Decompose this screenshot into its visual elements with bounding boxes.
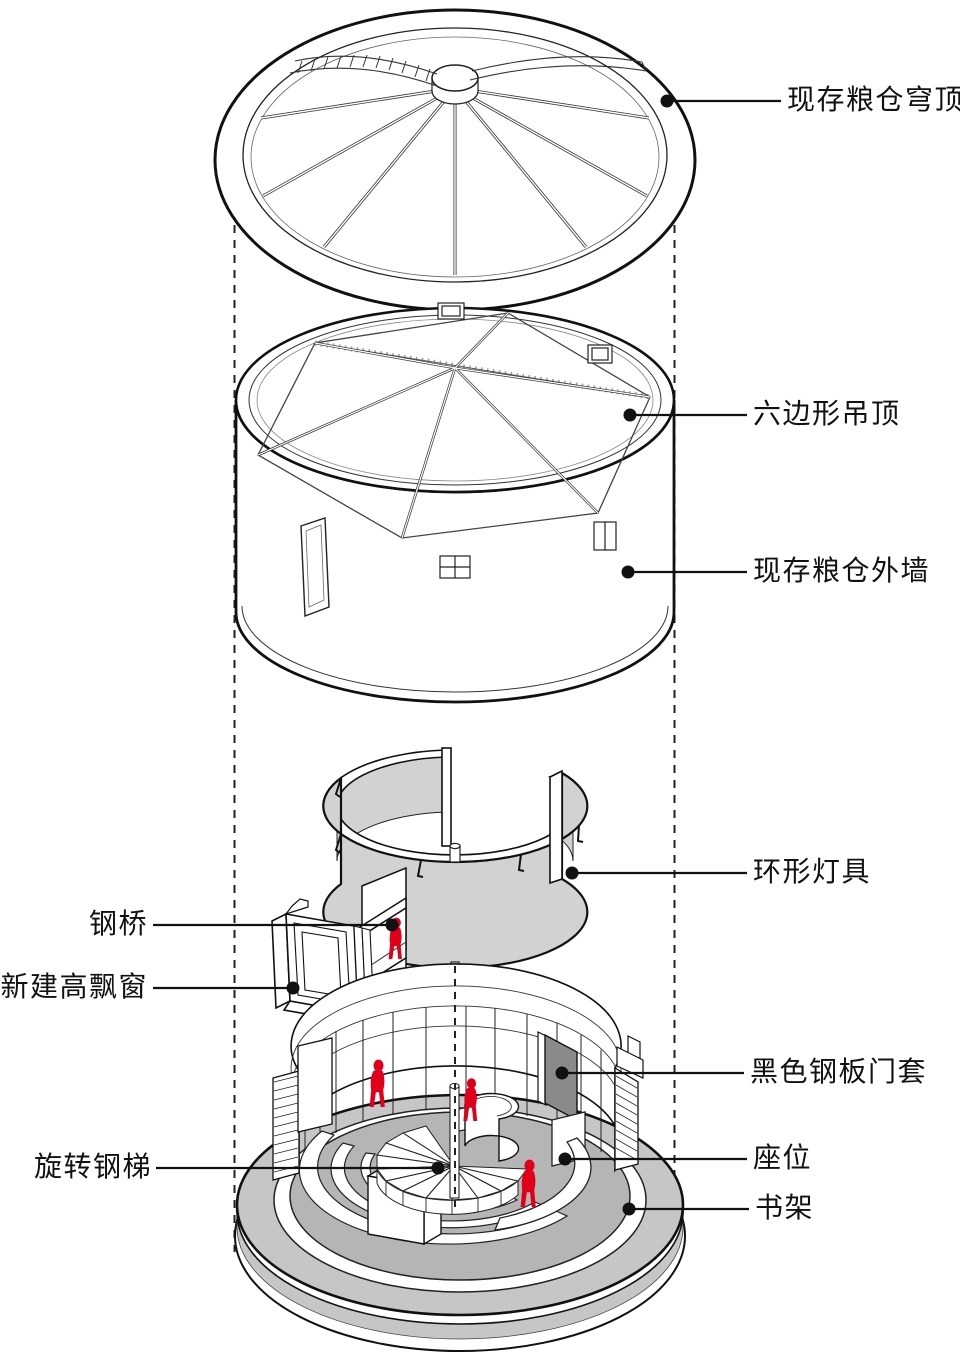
rim-bracket (616, 1035, 644, 1079)
dot-steel-bridge (385, 918, 399, 932)
dot-hex-ceiling (623, 408, 637, 422)
stair-balustrade (464, 1092, 520, 1162)
shell-windows (437, 302, 617, 579)
label-seat: 座位 (753, 1141, 813, 1173)
dot-seat (558, 1152, 572, 1166)
hexagonal-ceiling (257, 312, 651, 539)
label-door-frame: 黑色钢板门套 (750, 1055, 928, 1087)
granary-dome (213, 8, 697, 312)
dot-outer-wall (621, 565, 635, 579)
label-hex-ceiling: 六边形吊顶 (753, 397, 901, 429)
human-figures (369, 917, 536, 1207)
dot-ring-lamp (565, 866, 579, 880)
dot-door-frame (555, 1066, 569, 1080)
label-spiral-stair: 旋转钢梯 (33, 1150, 152, 1182)
spiral-stair (376, 1082, 528, 1215)
dome-ribs (260, 86, 650, 275)
label-dome: 现存粮仓穹顶 (787, 83, 960, 115)
guide-lines (233, 150, 676, 1252)
ring-lamp (322, 747, 589, 973)
dome-stair-flight (289, 54, 438, 87)
figure-on-floor-left (369, 1059, 385, 1107)
label-bookshelf: 书架 (755, 1191, 815, 1223)
label-steel-bridge: 钢桥 (88, 907, 148, 939)
label-ring-lamp: 环形灯具 (753, 855, 872, 887)
shelf-panel (297, 1037, 333, 1133)
label-outer-wall: 现存粮仓外墙 (753, 554, 931, 586)
dome-apex-hub (431, 64, 479, 105)
figure-on-floor-right (520, 1159, 536, 1207)
base-level (234, 963, 686, 1352)
dot-bay-window (286, 981, 300, 995)
leader-lines (153, 99, 781, 1211)
dome-curved-beam (469, 56, 647, 81)
leader-dots (286, 94, 674, 1216)
granary-shell (234, 302, 676, 704)
dot-bookshelf (622, 1202, 636, 1216)
label-bay-window: 新建高飘窗 (0, 970, 148, 1002)
dot-spiral-stair (431, 1161, 445, 1175)
shell-door-opening (300, 517, 330, 617)
ring-lamp-tabs (334, 777, 584, 878)
figure-on-stair (463, 1078, 478, 1122)
dot-dome (660, 94, 674, 108)
